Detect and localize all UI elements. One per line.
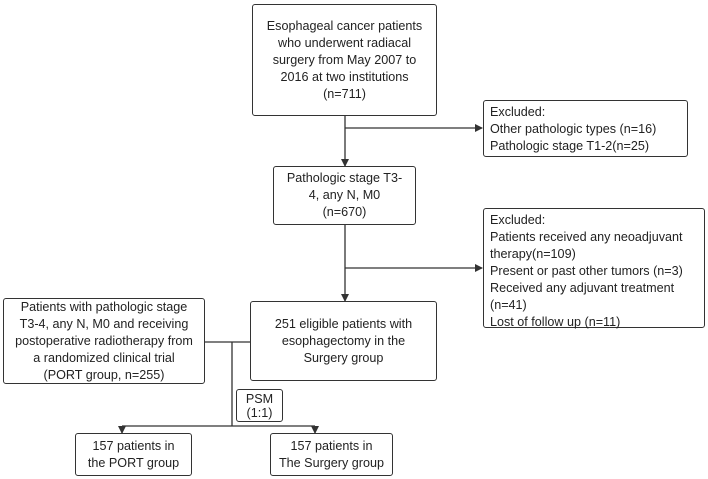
excluded-2-line-5: Received any adjuvant treatment [490,281,675,295]
excluded-box-1: Excluded: Other pathologic types (n=16) … [483,100,688,157]
port-matched-line-2: the PORT group [87,455,180,470]
surgery-line-2: esophagectomy in the [281,333,406,348]
port-line-2: T3-4, any N, M0 and receiving [19,316,189,331]
initial-line-5: (n=711) [323,86,366,101]
excluded-1-line-1: Excluded: [490,105,546,119]
stage-line-2: 4, any N, M0 [308,188,381,202]
port-line-5: (PORT group, n=255) [43,367,165,382]
port-matched-box: 157 patients in the PORT group [75,433,192,476]
excluded-2-line-2: Patients received any neoadjuvant [490,230,683,244]
excluded-2-line-7: Lost of follow up (n=11) [490,315,621,329]
excluded-2-line-4: Present or past other tumors (n=3) [490,264,683,278]
excluded-1-line-3: Pathologic stage T1-2(n=25) [490,139,650,153]
port-group-box: Patients with pathologic stage T3-4, any… [3,298,205,384]
initial-patients-box: Esophageal cancer patients who underwent… [252,4,437,116]
stage-line-3: (n=670) [322,205,367,219]
port-line-3: postoperative radiotherapy from [15,333,193,348]
excluded-2-line-3: therapy(n=109) [490,247,576,261]
psm-line-2: (1:1) [246,405,273,420]
psm-line-1: PSM [245,391,274,406]
surgery-line-1: 251 eligible patients with [274,316,413,331]
surgery-group-box: 251 eligible patients with esophagectomy… [250,301,437,381]
initial-line-4: 2016 at two institutions [280,69,409,84]
surgery-matched-box: 157 patients in The Surgery group [270,433,393,476]
port-line-4: a randomized clinical trial [33,350,175,365]
excluded-2-line-6: (n=41) [490,298,527,312]
excluded-1-line-2: Other pathologic types (n=16) [490,122,657,136]
stage-line-1: Pathologic stage T3- [286,171,403,185]
surgery-matched-line-2: The Surgery group [278,455,384,470]
surgery-line-3: Surgery group [303,350,384,365]
excluded-box-2: Excluded: Patients received any neoadjuv… [483,208,705,329]
port-matched-line-1: 157 patients in [92,438,175,453]
initial-line-2: who underwent radiacal [277,35,411,50]
psm-box: PSM (1:1) [236,389,283,422]
port-line-1: Patients with pathologic stage [20,299,188,314]
stage-filter-box: Pathologic stage T3- 4, any N, M0 (n=670… [273,166,416,225]
initial-line-3: surgery from May 2007 to [272,52,417,67]
excluded-2-line-1: Excluded: [490,213,546,227]
initial-line-1: Esophageal cancer patients [266,18,423,33]
surgery-matched-line-1: 157 patients in [290,438,373,453]
